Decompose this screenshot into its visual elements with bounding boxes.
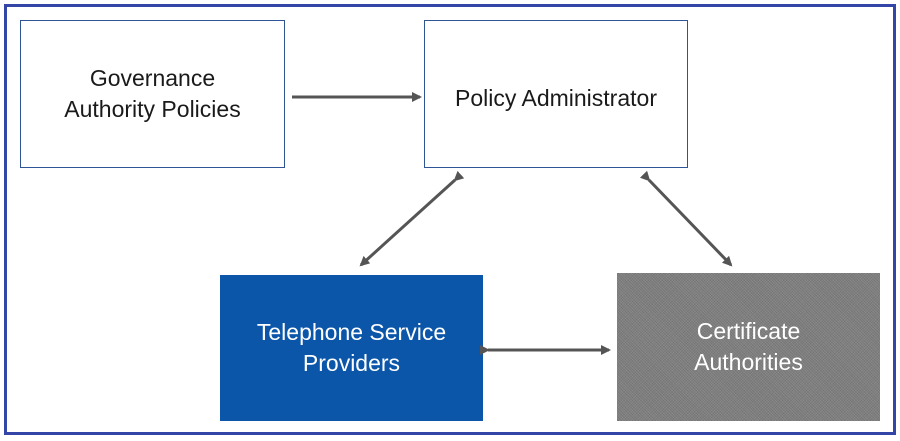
certificate-authorities-box: Certificate Authorities xyxy=(617,273,880,421)
telephone-service-providers-label: Telephone Service Providers xyxy=(256,318,447,376)
policy-administrator-box: Policy Administrator xyxy=(424,20,688,168)
telephone-service-providers-box: Telephone Service Providers xyxy=(220,275,483,421)
governance-authority-policies-box: Governance Authority Policies xyxy=(20,20,285,168)
governance-authority-policies-label: Governance Authority Policies xyxy=(64,64,241,122)
policy-administrator-label: Policy Administrator xyxy=(455,85,657,111)
certificate-authorities-label: Certificate Authorities xyxy=(694,317,803,375)
